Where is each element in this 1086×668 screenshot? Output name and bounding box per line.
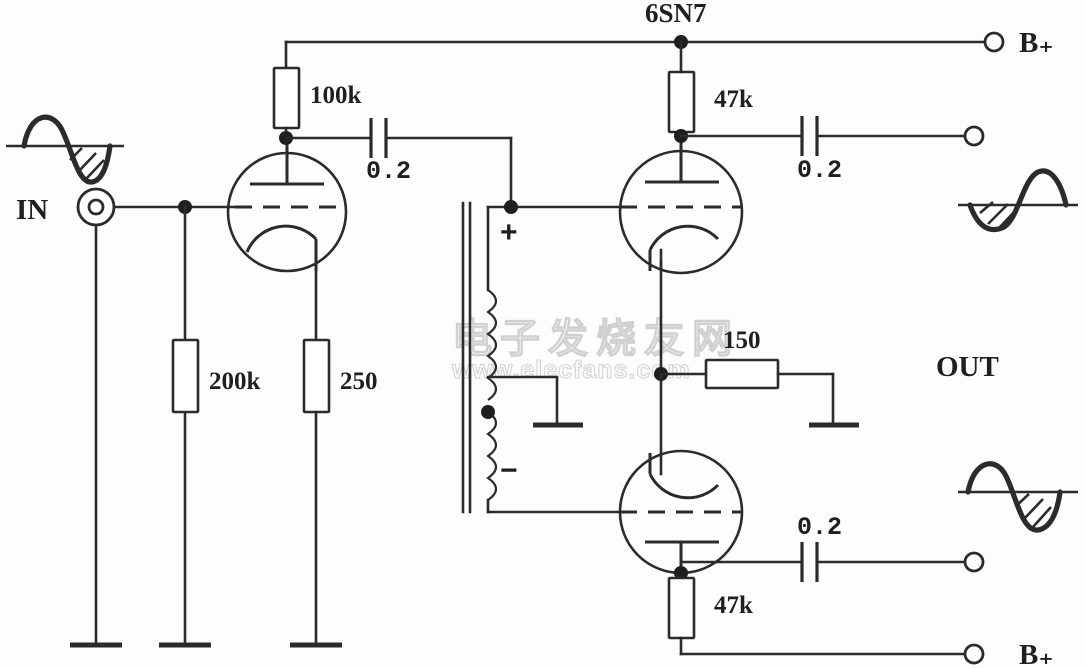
waveform-input [6, 114, 124, 185]
resistor-47k-top: 47k [667, 40, 753, 143]
watermark-site-name: 电子发烧友网 [452, 316, 740, 362]
input-connector[interactable] [76, 187, 116, 227]
tube-v3 [618, 449, 744, 575]
cathode-node-group: 150 [654, 327, 859, 457]
resistor-200k: 200k [171, 338, 261, 414]
resistor-47k-bottom: 47k B₊ [667, 566, 1054, 668]
tube-v2 [618, 138, 744, 376]
label-100k: 100k [310, 82, 362, 109]
label-bplus-top: B₊ [1019, 27, 1054, 59]
resistor-250: 250 [302, 338, 378, 647]
label-cap-02-coupling: 0.2 [366, 157, 411, 186]
capacitor-coupling-02: 0.2 [284, 118, 513, 209]
label-polarity-plus: + [500, 216, 518, 249]
terminal-bplus-top[interactable] [983, 31, 1005, 53]
terminal-output-bottom[interactable] [963, 551, 985, 573]
label-250: 250 [340, 368, 378, 395]
terminal-output-top[interactable] [963, 125, 985, 147]
tube-v1 [226, 138, 348, 342]
transformer: + − [461, 201, 583, 514]
capacitor-output-top: 0.2 [679, 116, 985, 185]
waveform-output-top [958, 168, 1078, 233]
terminal-bplus-bottom[interactable] [963, 643, 985, 665]
label-polarity-minus: − [500, 454, 518, 487]
input-signal-path [94, 200, 237, 647]
label-bplus-bottom: B₊ [1019, 639, 1054, 668]
label-47k-bottom: 47k [714, 592, 753, 619]
v2-grid-path [486, 200, 622, 214]
label-cap-02-bottom: 0.2 [797, 513, 842, 542]
watermark-group: 电子发烧友网 www.elecfans.com [450, 315, 740, 384]
top-supply-rail: B₊ [284, 27, 1054, 70]
node-dot-v3-plate [674, 566, 688, 580]
label-200k: 200k [209, 368, 261, 395]
input-jack-inner[interactable] [87, 198, 105, 216]
diagram-title: 6SN7 [645, 0, 707, 28]
label-cap-02-top: 0.2 [797, 156, 842, 185]
node-dot-transformer-ct [481, 405, 495, 419]
waveform-output-bottom [958, 461, 1078, 533]
label-47k-top: 47k [714, 86, 753, 113]
watermark-url: www.elecfans.com [451, 356, 691, 384]
label-out: OUT [936, 351, 999, 383]
label-in: IN [16, 194, 48, 226]
capacitor-output-bottom: 0.2 [679, 513, 985, 582]
resistor-100k: 100k [272, 66, 362, 145]
node-dot-v2-grid [504, 200, 518, 214]
label-150: 150 [723, 327, 761, 354]
